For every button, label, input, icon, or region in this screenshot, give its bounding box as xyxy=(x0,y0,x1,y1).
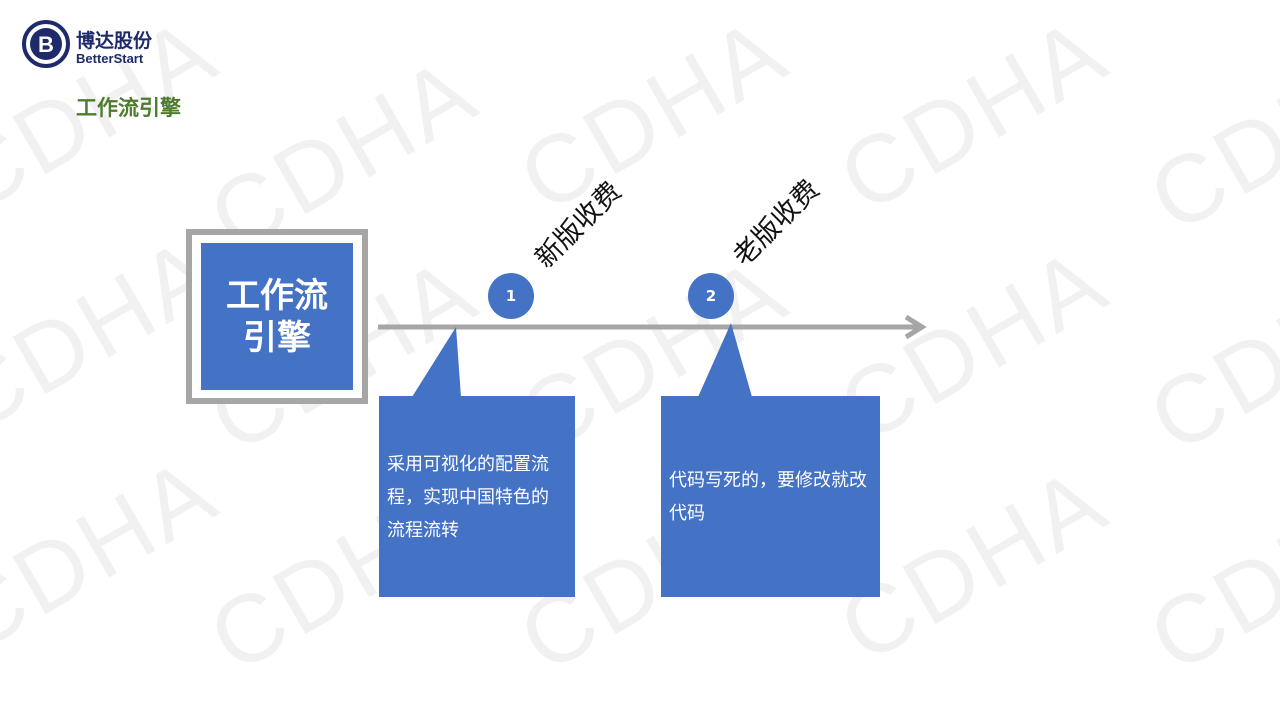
svg-text:B: B xyxy=(38,32,54,57)
timeline-arrow-icon xyxy=(904,314,927,340)
logo-english-name: BetterStart xyxy=(76,51,144,66)
callout-pointer-2 xyxy=(698,323,752,397)
company-logo-icon: B xyxy=(22,20,70,68)
callout-pointer-1 xyxy=(412,327,461,397)
engine-line-2: 引擎 xyxy=(243,317,311,358)
callout-box-2 xyxy=(661,396,880,597)
step-marker-1: 1 xyxy=(488,273,534,319)
callout-text-2: 代码写死的，要修改就改代码 xyxy=(669,470,867,524)
page-title: 工作流引擎 xyxy=(76,96,181,120)
engine-box-inner: 工作流引擎 xyxy=(201,243,353,390)
callout-text-1: 采用可视化的配置流程，实现中国特色的流程流转 xyxy=(387,454,549,541)
step-marker-2: 2 xyxy=(688,273,734,319)
engine-line-1: 工作流 xyxy=(226,275,328,316)
engine-box: 工作流引擎 xyxy=(186,229,368,404)
logo-chinese-name: 博达股份 xyxy=(76,30,153,52)
callout-box-1 xyxy=(379,396,575,597)
